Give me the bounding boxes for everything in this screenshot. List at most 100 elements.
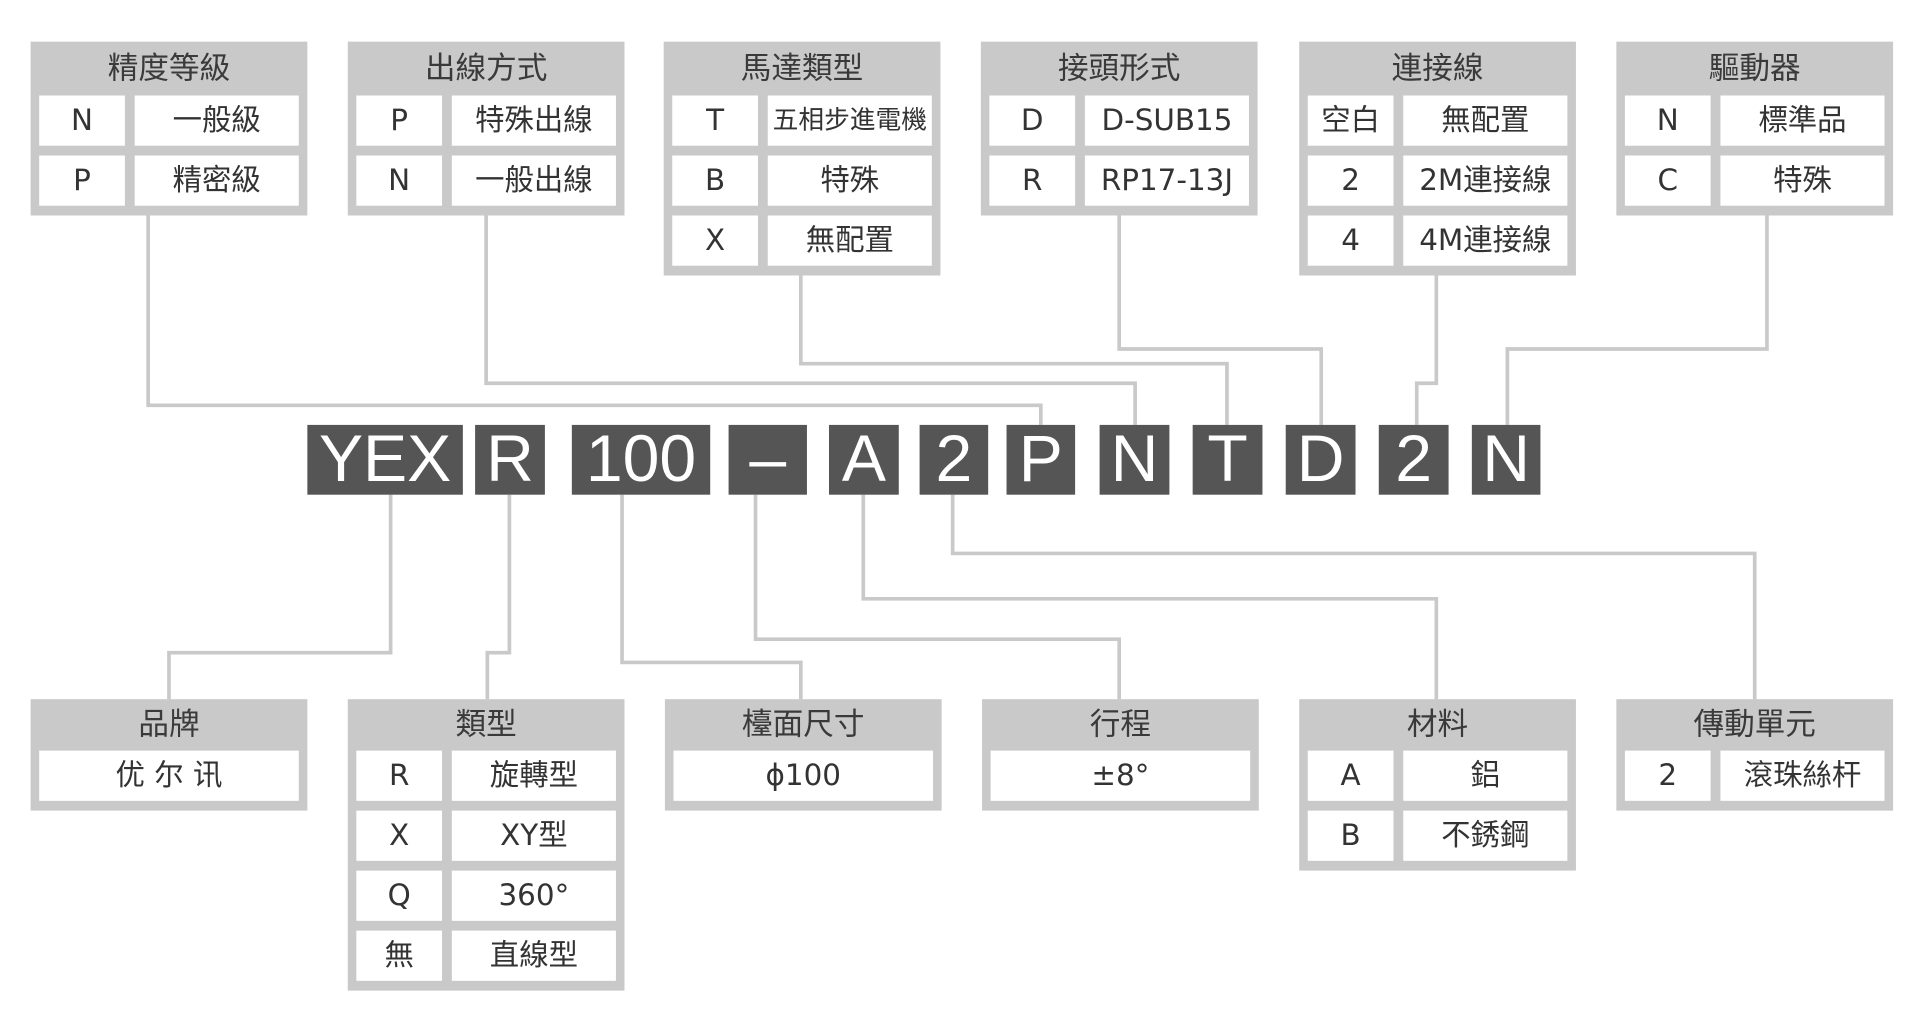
option-label: 2M連接線 [1403, 155, 1568, 206]
group-title: 驅動器 [1708, 50, 1801, 86]
connector-type [485, 494, 512, 700]
option-code: T [672, 95, 758, 146]
code-precision: P [1006, 424, 1076, 495]
connector-table-size [620, 494, 803, 700]
option-label: D-SUB15 [1084, 95, 1249, 146]
option-label: 特殊出線 [451, 95, 616, 146]
group-brand: 品牌 优 尔 讯 [30, 699, 308, 811]
code-motor: T [1192, 424, 1263, 495]
connector-motor [798, 271, 1229, 425]
option-code: Q [356, 870, 443, 921]
option-label: XY型 [451, 810, 616, 861]
connector-material [861, 494, 1439, 700]
option-code: C [1624, 155, 1711, 206]
code-driver: N [1471, 424, 1541, 495]
option-label: 一般出線 [451, 155, 616, 206]
option-code: D [989, 95, 1076, 146]
option-code: R [356, 750, 443, 801]
code-stroke: – [728, 424, 807, 495]
option-label: 4M連接線 [1403, 215, 1568, 266]
code-cable: 2 [1378, 424, 1449, 495]
group-title: 連接線 [1391, 50, 1484, 86]
connector-cable [1414, 271, 1439, 425]
option-label: 不銹鋼 [1403, 810, 1568, 861]
connector-drive [950, 494, 1757, 700]
code-table-size: 100 [571, 424, 711, 495]
option-label: 特殊 [767, 155, 932, 206]
code-brand: YEX [307, 424, 463, 495]
option-label: 無配置 [767, 215, 932, 266]
group-title: 行程 [1089, 706, 1152, 743]
connector-precision [146, 211, 1043, 425]
option-label: 特殊 [1720, 155, 1885, 206]
code-cable-exit: N [1099, 424, 1170, 495]
option-code: B [1307, 810, 1394, 861]
option-label: 优 尔 讯 [39, 750, 299, 801]
code-drive: 2 [919, 424, 989, 495]
option-label: 直線型 [451, 930, 616, 981]
group-title: 精度等級 [107, 50, 231, 86]
option-code: 2 [1307, 155, 1394, 206]
group-title: 材料 [1406, 706, 1469, 743]
group-table-size: 檯面尺寸 ϕ100 [664, 699, 942, 811]
option-row: 优 尔 讯 [39, 750, 299, 801]
option-label: 360° [451, 870, 616, 921]
group-title: 類型 [455, 706, 517, 743]
code-material: A [828, 424, 899, 495]
group-stroke: 行程 ±8° [982, 699, 1259, 811]
option-label: 無配置 [1403, 95, 1568, 146]
connector-driver [1505, 211, 1769, 425]
code-connector: D [1285, 424, 1356, 495]
option-code: 2 [1624, 750, 1711, 801]
option-label: 鋁 [1403, 750, 1568, 801]
option-row: ±8° [990, 750, 1251, 801]
option-label: 滾珠絲杆 [1720, 750, 1885, 801]
group-title: 傳動單元 [1693, 706, 1816, 743]
option-code: B [672, 155, 758, 206]
option-code: A [1307, 750, 1394, 801]
group-title: 檯面尺寸 [742, 706, 865, 743]
option-label: 精密級 [134, 155, 299, 206]
option-code: 無 [356, 930, 443, 981]
option-label: RP17-13J [1084, 155, 1249, 206]
group-title: 接頭形式 [1057, 50, 1181, 86]
connector-connector [1117, 211, 1324, 425]
option-code: 4 [1307, 215, 1394, 266]
group-title: 出線方式 [424, 50, 548, 86]
option-label: ϕ100 [673, 750, 934, 801]
connector-cable-exit [484, 211, 1137, 425]
connector-stroke [753, 494, 1122, 700]
option-label: 標準品 [1720, 95, 1885, 146]
option-code: N [1624, 95, 1711, 146]
connector-brand [167, 494, 393, 700]
option-label: 一般級 [134, 95, 299, 146]
option-code: P [356, 95, 443, 146]
option-row: 空白無配置 [1307, 95, 1568, 146]
group-title: 馬達類型 [740, 50, 864, 86]
option-label: ±8° [990, 750, 1251, 801]
